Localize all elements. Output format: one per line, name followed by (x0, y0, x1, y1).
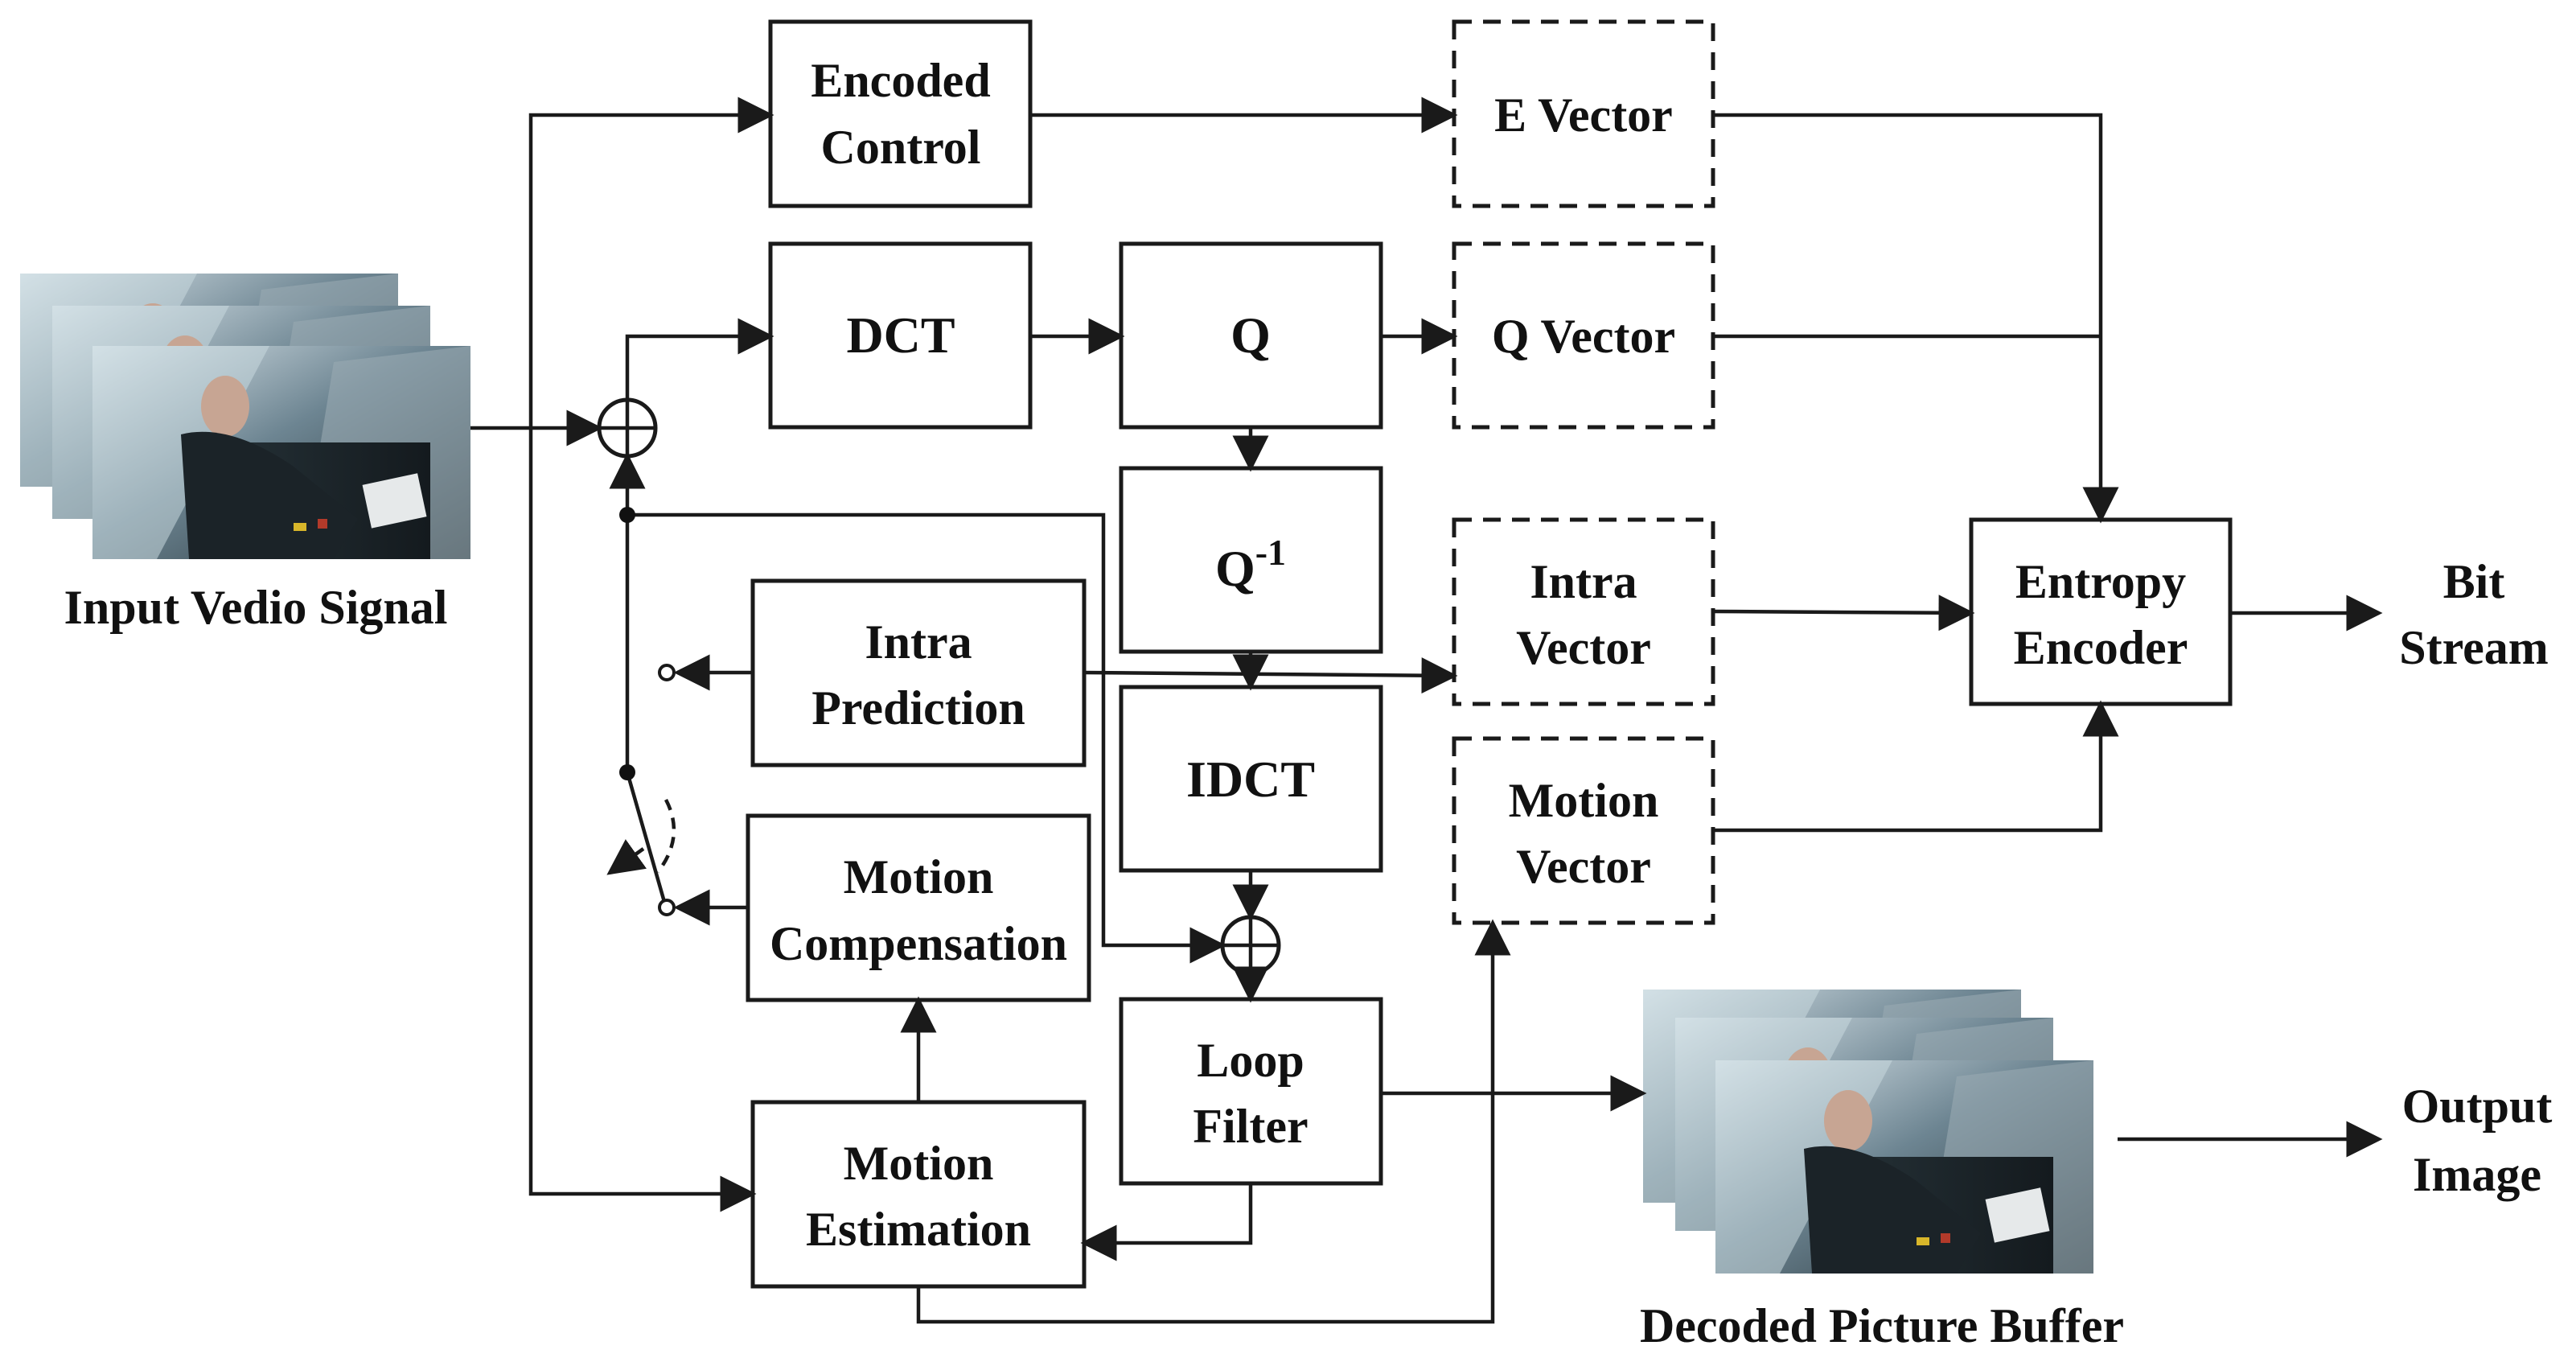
sum-to-dct-arrow (625, 318, 774, 400)
inverse-quantizer-superscript: -1 (1255, 532, 1286, 573)
encoded-control-label-line1: Encoded (811, 54, 990, 107)
inverse-quantizer-label: Q-1 (1215, 532, 1286, 597)
inverse-quantizer-base: Q (1215, 540, 1255, 597)
motion-estimation-to-motion-vector-arrow (916, 919, 1511, 1324)
decoded-frame-stack (1643, 990, 2093, 1274)
entropy-encoder-box (1969, 517, 2233, 706)
loop-filter-label-line1: Loop (1197, 1034, 1304, 1087)
input-to-encoded-control-arrow (528, 97, 774, 428)
motion-vector-box (1452, 736, 1715, 925)
motion-compensation-label-line2: Compensation (770, 917, 1067, 970)
switch-lever (625, 772, 668, 908)
motion-compensation-label-line1: Motion (844, 850, 994, 903)
motion-estimation-label-line1: Motion (844, 1137, 994, 1190)
input-to-motion-estimation-arrow (528, 428, 757, 1212)
loop-filter-box (1119, 997, 1383, 1186)
idct-label: IDCT (1186, 751, 1315, 808)
encoded-control-box (768, 19, 1033, 208)
q-vector-label: Q Vector (1492, 310, 1675, 363)
motion-compensation-box (746, 813, 1091, 1002)
loop-filter-to-motion-estimation-arrow (1080, 1183, 1253, 1261)
motion-estimation-box (750, 1100, 1087, 1289)
bit-stream-label-line1: Bit (2443, 555, 2505, 608)
entropy-encoder-label-line1: Entropy (2015, 555, 2186, 608)
intra-vector-to-entropy-arrow (1712, 595, 1975, 632)
quantizer-box (1119, 241, 1383, 430)
input-sum-junction (597, 397, 658, 459)
entropy-encoder-label-line2: Encoder (2014, 621, 2188, 674)
input-frame-front (92, 346, 470, 559)
feedback-junction-dot (619, 507, 635, 523)
dct-box (768, 241, 1033, 430)
motion-vector-label-line1: Motion (1509, 774, 1659, 827)
intra-vector-label-line2: Vector (1516, 621, 1651, 674)
output-image-label-line1: Output (2402, 1080, 2553, 1133)
motion-vector-to-entropy-arrow (1713, 700, 2119, 833)
e-vector-label: E Vector (1494, 88, 1673, 142)
switch-pivot-dot (619, 764, 635, 780)
output-image-label-line2: Image (2413, 1148, 2541, 1201)
input-frame-stack (20, 274, 470, 559)
quantizer-label: Q (1230, 307, 1271, 364)
switch-contact-intra (658, 664, 676, 681)
e-vector-box (1452, 19, 1715, 208)
loop-filter-label-line2: Filter (1193, 1100, 1308, 1153)
intra-vector-box (1452, 517, 1715, 706)
reconstruction-sum-junction (1220, 915, 1281, 976)
decoded-buffer-label: Decoded Picture Buffer (1640, 1299, 2124, 1352)
decoded-frame-front (1715, 1060, 2093, 1274)
encoded-control-label-line2: Control (821, 121, 981, 174)
intra-prediction-box (750, 578, 1087, 767)
prediction-to-reconstruction-arrow (627, 512, 1226, 964)
e-vector-to-entropy-arrow (1713, 113, 2119, 524)
connections (470, 97, 2383, 1324)
intra-prediction-to-intra-vector-arrow (1083, 657, 1458, 694)
switch-contact-motion (658, 899, 676, 916)
switch-toggle-arrow (606, 839, 647, 875)
dct-label: DCT (846, 307, 955, 364)
intra-vector-label-line1: Intra (1530, 555, 1637, 608)
switch-toggle-arc (656, 798, 676, 874)
intra-prediction-label-line1: Intra (865, 615, 972, 669)
motion-estimation-label-line2: Estimation (806, 1203, 1031, 1256)
input-signal-label: Input Vedio Signal (64, 581, 448, 634)
intra-prediction-label-line2: Prediction (811, 681, 1025, 734)
motion-vector-label-line2: Vector (1516, 840, 1651, 893)
bit-stream-label-line2: Stream (2399, 621, 2549, 674)
